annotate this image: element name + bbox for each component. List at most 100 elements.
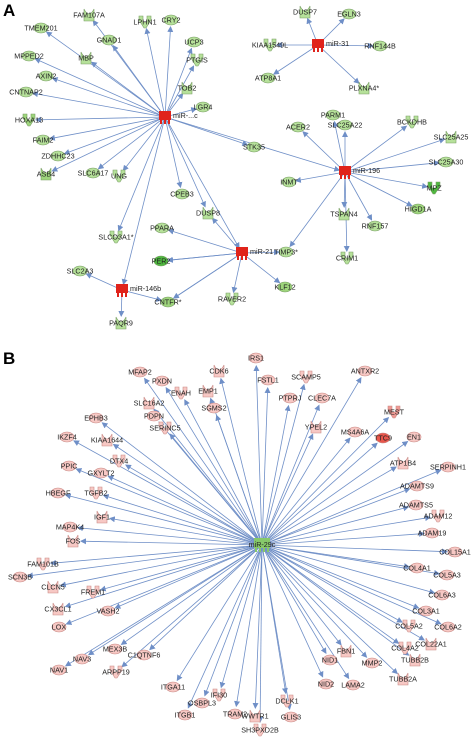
gene-node-tspan4[interactable]: TSPAN4 — [330, 207, 358, 221]
gene-node-hoxa13[interactable]: HOXA13 — [15, 113, 43, 127]
gene-node-irs1[interactable]: IRS1 — [248, 352, 264, 364]
gene-node-lgr4[interactable]: LGR4 — [194, 101, 213, 113]
gene-node-ifi30[interactable]: IFI30 — [211, 688, 227, 702]
gene-node-col6a3[interactable]: COL6A3 — [428, 589, 456, 601]
gene-node-tubb2b[interactable]: TUBB2B — [401, 653, 429, 667]
gene-node-mpped2[interactable]: MPPED2 — [14, 50, 44, 62]
gene-node-igf1[interactable]: IGF1 — [94, 510, 110, 524]
mirna-hub-mir-146b[interactable]: miR-146b — [116, 284, 161, 297]
gene-node-mest[interactable]: MEST — [384, 405, 405, 419]
gene-node-dclk1[interactable]: DCLK1 — [275, 694, 299, 708]
gene-node-zdhhc23[interactable]: ZDHHC23 — [41, 150, 75, 162]
gene-node-clec7a[interactable]: CLEC7A — [308, 392, 336, 404]
gene-node-slc16a2[interactable]: SLC16A2 — [134, 396, 165, 410]
gene-node-sgms2[interactable]: SGMS2 — [201, 402, 227, 414]
gene-node-tram2[interactable]: TRAM2 — [223, 708, 247, 720]
gene-node-ptprj[interactable]: PTPRJ — [279, 392, 302, 404]
gene-node-col6a2[interactable]: COL6A2 — [434, 621, 462, 633]
gene-node-plxna4[interactable]: PLXNA4* — [349, 81, 380, 95]
mirna-hub-mir-31[interactable]: miR-31 — [312, 39, 349, 52]
gene-node-vash2[interactable]: VASH2 — [96, 605, 120, 617]
gene-node-ms4a6a[interactable]: MS4A6A — [341, 426, 370, 438]
gene-node-slc25a22[interactable]: SLC25A22 — [328, 119, 363, 131]
gene-node-mex3b[interactable]: MEX3B — [103, 643, 128, 655]
gene-node-tubb2a[interactable]: TUBB2A — [389, 672, 417, 686]
mirna-hub-b[interactable]: miR-29c — [249, 538, 276, 552]
gene-node-col4a1[interactable]: COL4A1 — [403, 562, 431, 574]
gene-node-c1qtnf6[interactable]: C1QTNF6 — [128, 649, 161, 661]
gene-node-ttc9[interactable]: TTC9 — [374, 432, 392, 444]
gene-node-nid2[interactable]: NID2 — [318, 678, 334, 690]
gene-node-raver2[interactable]: RAVER2 — [218, 292, 246, 306]
gene-node-slc6a17[interactable]: SLC6A17 — [78, 167, 109, 179]
gene-node-mbp[interactable]: MBP — [78, 51, 94, 65]
gene-node-atp1b4[interactable]: ATP1B4 — [390, 456, 416, 470]
gene-node-dusp8[interactable]: DUSP8 — [196, 206, 220, 220]
gene-node-tmem201[interactable]: TMEM201 — [24, 22, 58, 34]
gene-node-tob2[interactable]: TOB2 — [178, 81, 197, 95]
gene-node-fam101b[interactable]: FAM101B — [27, 557, 59, 571]
gene-node-glis3[interactable]: GLIS3 — [281, 711, 301, 723]
gene-node-ptgis[interactable]: PTGIS — [186, 53, 208, 67]
gene-node-egln3[interactable]: EGLN3 — [337, 8, 361, 20]
gene-node-slc25a30[interactable]: SLC25A30 — [429, 156, 464, 168]
gene-node-cry2[interactable]: CRY2 — [161, 14, 181, 26]
gene-node-scamp5[interactable]: SCAMP5 — [291, 370, 321, 384]
gene-node-faim2[interactable]: FAIM2 — [33, 134, 54, 146]
gene-node-lama2[interactable]: LAMA2 — [341, 679, 365, 691]
gene-node-col5a3[interactable]: COL5A3 — [433, 569, 461, 581]
gene-node-kiaa1549l[interactable]: KIAA1549L — [252, 38, 288, 52]
gene-node-col5a2[interactable]: COL5A2 — [395, 619, 423, 633]
gene-node-ucp3[interactable]: UCP3 — [184, 36, 204, 48]
mirna-hub-mir-c[interactable]: miR-...c — [159, 111, 198, 124]
gene-node-kiaa1644[interactable]: KIAA1644 — [91, 433, 123, 447]
gene-node-slco3a1[interactable]: SLCO3A1* — [98, 230, 134, 244]
gene-node-gxylt2[interactable]: GXYLT2 — [87, 467, 115, 479]
gene-node-fstl1[interactable]: FSTL1 — [257, 374, 279, 386]
gene-node-hbegf[interactable]: HBEGF — [46, 487, 71, 499]
gene-node-ung[interactable]: UNG — [111, 169, 127, 183]
gene-node-adam19[interactable]: ADAM19 — [418, 527, 447, 539]
gene-node-fam107a[interactable]: FAM107A — [73, 8, 105, 22]
gene-node-ikzf4[interactable]: IKZF4 — [57, 431, 77, 443]
gene-node-frem1[interactable]: FREM1 — [81, 585, 105, 599]
gene-node-timp3[interactable]: TIMP3* — [274, 246, 298, 258]
gene-node-ypel2[interactable]: YPEL2 — [305, 420, 327, 434]
gene-node-cx3cl1[interactable]: CX3CL1 — [44, 602, 72, 616]
gene-node-osbpl3[interactable]: OSBPL3 — [188, 697, 216, 709]
gene-node-ppara[interactable]: PPARA — [150, 222, 174, 234]
gene-node-nav1[interactable]: NAV1 — [50, 664, 68, 676]
gene-node-emp1[interactable]: EMP1 — [198, 384, 218, 398]
gene-node-fbn1[interactable]: FBN1 — [337, 644, 355, 658]
gene-node-mfap2[interactable]: MFAP2 — [128, 366, 152, 378]
gene-node-cntnap2[interactable]: CNTNAP2 — [9, 86, 43, 98]
gene-node-serpinh1[interactable]: SERPINH1 — [430, 461, 466, 473]
gene-node-itga11[interactable]: ITGA11 — [161, 681, 185, 693]
gene-node-col3a1[interactable]: COL3A1 — [412, 605, 440, 617]
gene-node-higd1a[interactable]: HIGD1A — [405, 203, 432, 215]
gene-node-map4k4[interactable]: MAP4K4 — [56, 521, 84, 533]
gene-node-cdk6[interactable]: CDK6 — [209, 364, 229, 378]
gene-node-arpp19[interactable]: ARPP19 — [102, 665, 130, 679]
gene-node-nid1[interactable]: NID1 — [322, 654, 338, 666]
gene-node-col15a1[interactable]: COL15A1 — [439, 546, 471, 558]
gene-node-wwtr1[interactable]: WWTR1 — [241, 709, 269, 723]
gene-node-antxr2[interactable]: ANTXR2 — [351, 365, 379, 377]
gene-node-ppic[interactable]: PPIC — [61, 460, 78, 472]
gene-node-enah[interactable]: ENAH — [171, 386, 191, 400]
gene-node-sh3pxd2b[interactable]: SH3PXD2B — [241, 723, 279, 737]
gene-node-klf12[interactable]: KLF12 — [274, 281, 296, 293]
gene-node-itgb1[interactable]: ITGB1 — [175, 709, 196, 721]
mirna-hub-mir-21[interactable]: miR-21 — [236, 247, 273, 260]
gene-node-scn3b[interactable]: SCN3B — [8, 571, 32, 583]
gene-node-gnad1[interactable]: GNAD1 — [97, 34, 122, 46]
gene-node-adam12[interactable]: ADAM12 — [424, 509, 453, 523]
gene-node-crim1[interactable]: CRIM1 — [336, 251, 358, 265]
gene-node-acer2[interactable]: ACER2 — [286, 121, 310, 133]
gene-node-dtx4[interactable]: DTX4 — [110, 454, 128, 468]
mirna-hub-mir-196[interactable]: miR-196 — [339, 166, 380, 179]
gene-node-paqr9[interactable]: PAQR9 — [109, 316, 133, 330]
gene-node-parm1[interactable]: PARM1 — [321, 109, 345, 121]
gene-node-rnf157[interactable]: RNF157 — [362, 220, 389, 232]
gene-node-nav3[interactable]: NAV3 — [73, 653, 91, 665]
